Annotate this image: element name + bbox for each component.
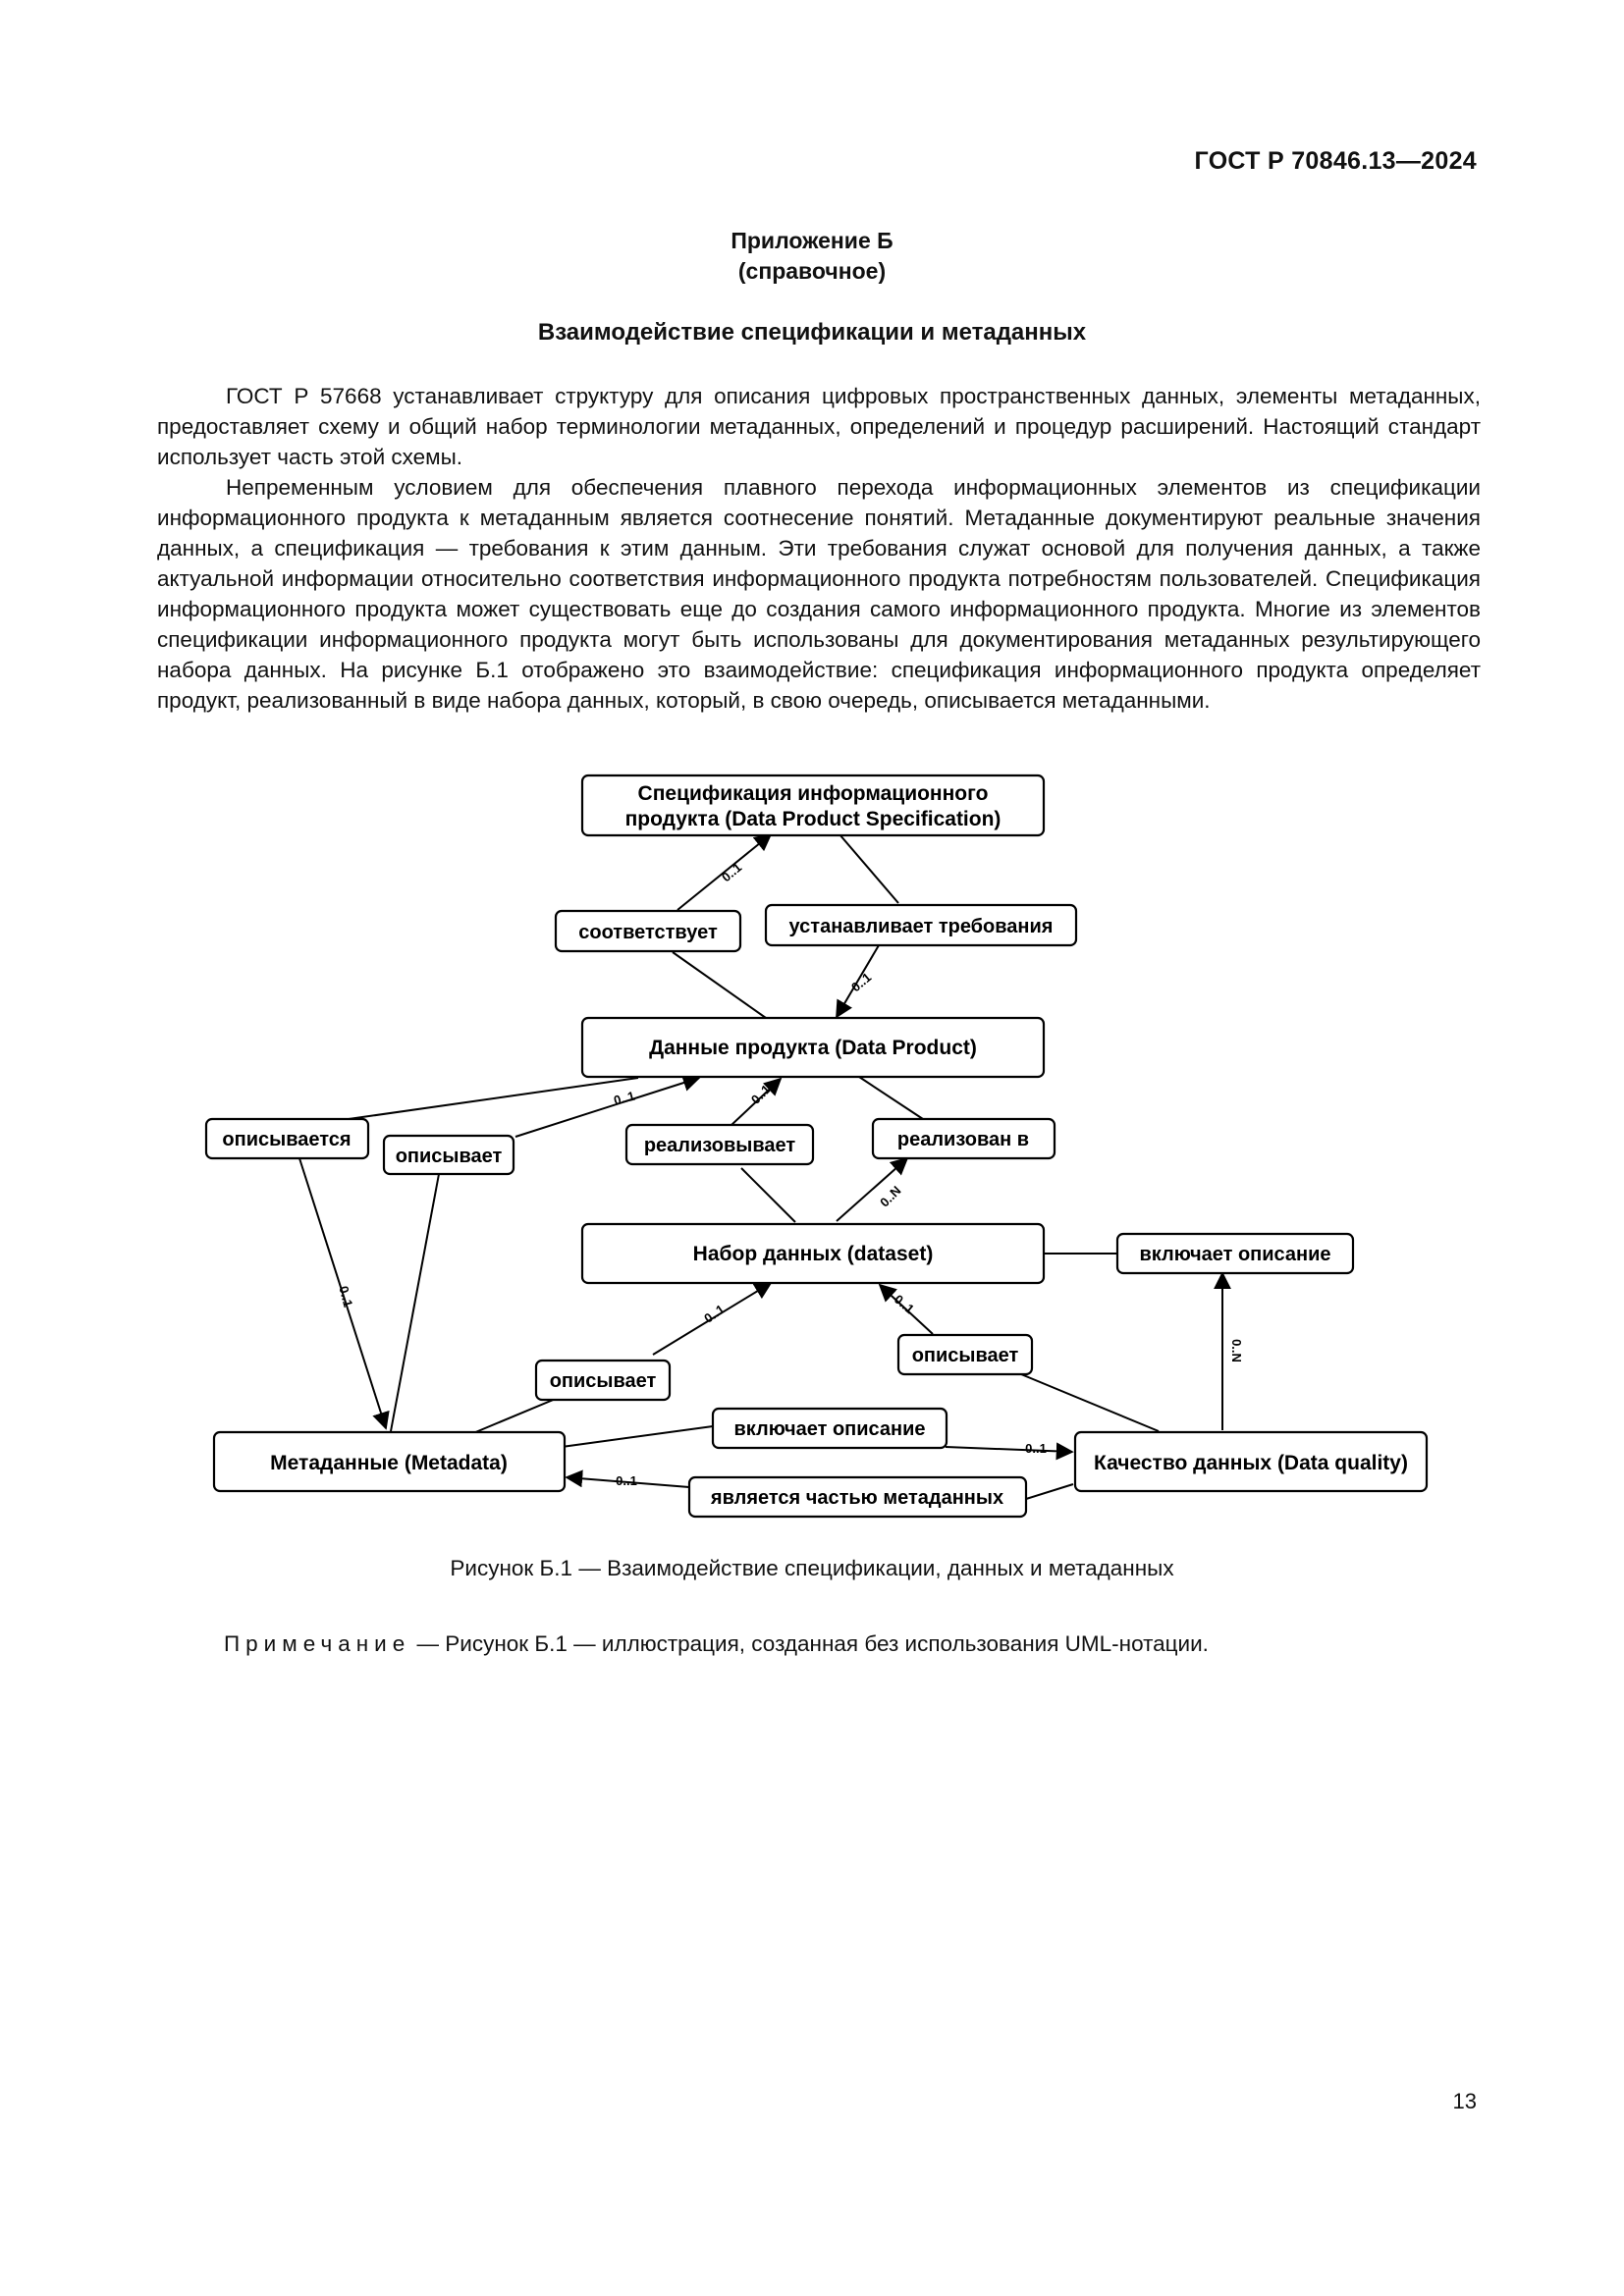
paragraph-2: Непременным условием для обеспечения пла… — [157, 475, 1481, 713]
connector-describes-to-product — [514, 1074, 701, 1138]
entity-spec-line1: Спецификация информационного — [638, 782, 989, 805]
connector-describes-to-metadata — [390, 1173, 440, 1432]
multiplicity-is-part: 0..1 — [616, 1473, 637, 1488]
label-describes-dataset: описывает — [534, 1359, 672, 1402]
multiplicity-describes-product: 0..1 — [612, 1089, 636, 1108]
connector-metadata-to-describes — [472, 1395, 564, 1434]
label-describes-quality-text: описывает — [912, 1345, 1019, 1366]
entity-dataset: Набор данных (dataset) — [580, 1222, 1046, 1285]
multiplicity-is-described: 0..1 — [336, 1284, 355, 1308]
connector-ispart-to-metadata — [565, 1469, 690, 1488]
connector-spec-to-sets — [839, 833, 899, 904]
entity-product-label: Данные продукта (Data Product) — [649, 1037, 977, 1059]
label-describes-dataset-text: описывает — [550, 1370, 657, 1392]
connector-includes-bottom-to-quality — [945, 1442, 1074, 1461]
section-title: Взаимодействие спецификации и метаданных — [537, 319, 1087, 346]
label-is-described: описывается — [204, 1117, 370, 1160]
appendix-heading: Приложение Б (справочное) — [0, 226, 1624, 287]
multiplicity-realized-in: 0..N — [877, 1183, 903, 1209]
connector-sets-to-product — [836, 944, 880, 1019]
label-is-described-text: описывается — [222, 1129, 351, 1150]
label-describes-quality: описывает — [896, 1333, 1034, 1376]
label-includes-description-bottom-text: включает описание — [733, 1418, 925, 1440]
label-realizes-text: реализовывает — [644, 1135, 796, 1156]
label-sets-requirements: устанавливает требования — [764, 903, 1078, 947]
connector-isdescribed-to-metadata — [298, 1157, 390, 1430]
label-corresponds-text: соответствует — [578, 922, 718, 943]
entity-spec: Спецификация информационного продукта (D… — [580, 774, 1046, 837]
connector-quality-to-describes — [1020, 1373, 1160, 1432]
connector-product-to-realizedin — [858, 1076, 924, 1120]
note-text: — Рисунок Б.1 — иллюстрация, созданная б… — [410, 1631, 1209, 1656]
connector-dataset-to-realizedin — [836, 1156, 909, 1222]
label-realized-in-text: реализован в — [897, 1129, 1029, 1150]
connector-quality-describes-to-dataset — [878, 1283, 934, 1335]
entity-dataset-label: Набор данных (dataset) — [693, 1243, 934, 1265]
label-corresponds: соответствует — [554, 909, 742, 953]
label-sets-requirements-text: устанавливает требования — [789, 916, 1054, 937]
entity-quality-label: Качество данных (Data quality) — [1094, 1452, 1408, 1474]
connector-realizes-to-dataset — [740, 1167, 796, 1223]
appendix-title: Приложение Б — [731, 228, 893, 253]
label-is-part-of-metadata-text: является частью метаданных — [710, 1487, 1003, 1509]
entity-spec-line2: продукта (Data Product Specification) — [625, 808, 1001, 830]
entity-metadata: Метаданные (Metadata) — [212, 1430, 567, 1493]
multiplicity-includes-bottom: 0..1 — [1025, 1441, 1047, 1456]
entity-quality: Качество данных (Data quality) — [1073, 1430, 1429, 1493]
note-label: Примечание — [224, 1631, 411, 1656]
connector-corresponds-to-product — [672, 951, 767, 1019]
label-includes-description-right-text: включает описание — [1139, 1244, 1330, 1265]
label-realized-in: реализован в — [871, 1117, 1056, 1160]
connector-describes-to-dataset — [652, 1282, 773, 1356]
label-includes-description-right: включает описание — [1115, 1232, 1355, 1275]
interaction-diagram: 0..1 0..1 0..1 0..1 0..N 0..1 0..1 0..1 … — [204, 774, 1429, 1519]
connector-quality-to-ispart — [1025, 1483, 1074, 1500]
paragraph-1: ГОСТ Р 57668 устанавливает структуру для… — [157, 384, 1481, 469]
diagram-connectors — [298, 832, 1231, 1500]
appendix-type: (справочное) — [737, 258, 887, 284]
connector-isdescribed-to-product — [313, 1077, 639, 1125]
label-realizes: реализовывает — [624, 1123, 815, 1166]
page-number: 13 — [1452, 2089, 1477, 2113]
multiplicity-includes-right: 0..N — [1229, 1339, 1244, 1362]
multiplicity-corresponds: 0..1 — [719, 860, 744, 884]
entity-product: Данные продукта (Data Product) — [580, 1016, 1046, 1079]
connector-corresponds-to-spec — [677, 832, 773, 911]
label-describes-left-text: описывает — [396, 1146, 503, 1167]
figure-caption: Рисунок Б.1 — Взаимодействие спецификаци… — [450, 1556, 1174, 1580]
entity-metadata-label: Метаданные (Metadata) — [270, 1452, 508, 1474]
multiplicity-quality-describes: 0..1 — [892, 1292, 917, 1316]
connector-metadata-to-includes-bottom — [561, 1425, 714, 1448]
body-text: ГОСТ Р 57668 устанавливает структуру для… — [157, 381, 1481, 716]
label-describes-left: описывает — [382, 1134, 515, 1176]
note: Примечание — Рисунок Б.1 — иллюстрация, … — [224, 1631, 1209, 1657]
label-includes-description-bottom: включает описание — [711, 1407, 948, 1450]
connector-realizes-to-product — [731, 1077, 783, 1126]
label-is-part-of-metadata: является частью метаданных — [687, 1475, 1028, 1519]
multiplicity-realizes: 0..1 — [748, 1082, 774, 1107]
document-code: ГОСТ Р 70846.13—2024 — [1194, 147, 1477, 175]
